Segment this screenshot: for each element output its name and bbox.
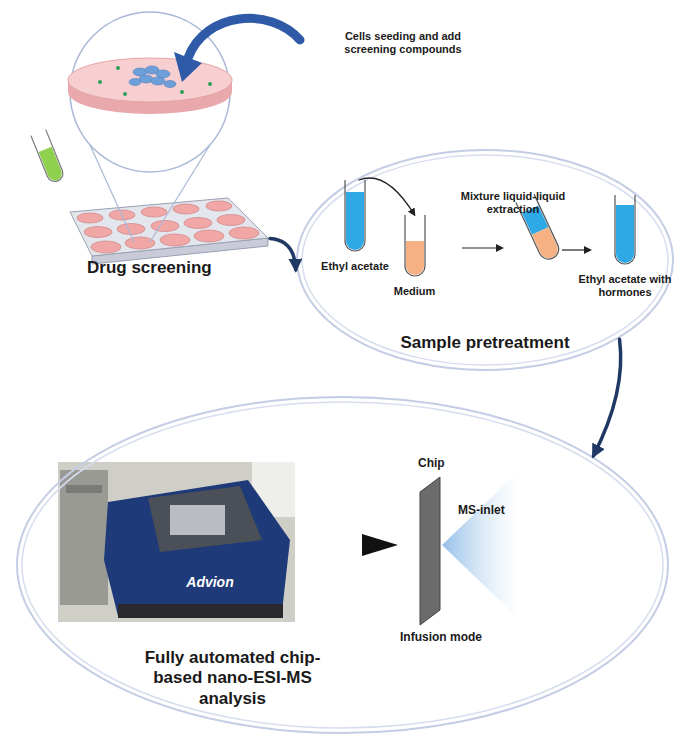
well	[160, 234, 190, 246]
well	[217, 215, 245, 226]
instrument-photo	[58, 462, 295, 622]
well	[125, 237, 155, 249]
outer-ring	[17, 397, 668, 733]
tube-liquid	[406, 241, 424, 275]
tube-outline	[405, 215, 425, 276]
stage-title: Drug screening	[87, 258, 270, 278]
test-tube: Ethyl acetate with hormones	[578, 195, 672, 307]
chip	[420, 477, 440, 625]
well	[77, 213, 103, 223]
inner-ring	[302, 155, 668, 365]
cell	[164, 81, 176, 88]
robot-window	[148, 486, 262, 552]
test-tube: Medium	[392, 215, 437, 305]
infusion-nozzle	[362, 534, 398, 556]
spray-plume	[442, 470, 520, 620]
seeding-arrow	[188, 18, 300, 58]
well	[184, 218, 212, 229]
tube-liquid	[616, 205, 634, 263]
well	[117, 224, 145, 235]
process-arrow	[562, 249, 584, 250]
well	[141, 207, 167, 217]
magnifier-line	[150, 145, 210, 242]
flow-arrow	[270, 238, 296, 269]
annotation-label: Chip	[418, 456, 458, 470]
petri-dish	[68, 58, 232, 102]
cell	[151, 77, 165, 85]
inner-ring	[22, 402, 663, 728]
seeding-arrowhead	[174, 52, 202, 82]
ms-panel	[66, 485, 102, 493]
tube-label: Ethyl acetate with hormones	[578, 273, 672, 299]
well	[229, 227, 259, 239]
compound-dot	[208, 82, 212, 86]
cell-cluster	[129, 66, 176, 88]
compound-dot	[180, 90, 184, 94]
test-tube	[31, 130, 65, 184]
annotation-label: Mixture liquid-liquid extraction	[448, 190, 578, 216]
tube-label: Ethyl acetate	[321, 260, 389, 273]
process-arrowhead	[584, 246, 592, 254]
tube-label: Medium	[394, 285, 436, 298]
magnifier-line	[90, 145, 134, 242]
well	[173, 204, 199, 214]
annotation-label: Cells seeding and add screening compound…	[318, 30, 488, 56]
annotation-label: Infusion mode	[400, 630, 510, 644]
test-tube: Ethyl acetate	[315, 180, 395, 275]
well	[84, 227, 112, 238]
well-plate	[70, 198, 268, 256]
robot-base	[118, 604, 283, 618]
annotation-label: MS-inlet	[458, 503, 528, 517]
compound-dot	[116, 66, 120, 70]
tube-shape	[613, 195, 637, 267]
process-arrowhead	[496, 244, 504, 252]
flow-arrow	[593, 339, 620, 456]
annotation-label: Advion	[165, 574, 255, 591]
ellipse-outline	[15, 395, 670, 735]
compound-dot	[98, 80, 102, 84]
well	[151, 221, 179, 232]
ms-housing	[60, 470, 108, 605]
robot-stage	[170, 505, 225, 535]
compound-dots	[98, 66, 212, 96]
stage-ellipse: Sample pretreatment Ethyl acetateMedium Et…	[295, 148, 675, 372]
flow-arrow	[359, 178, 415, 215]
tube-outline	[615, 195, 635, 264]
plate-wells	[77, 201, 259, 253]
tube-shape	[343, 180, 367, 254]
well	[91, 241, 121, 253]
stage-ellipse: Fully automated chip-based nano-ESI-MS a…	[15, 395, 670, 735]
stage-block: Drug screening	[55, 190, 270, 278]
outer-ring	[297, 150, 673, 370]
well	[206, 201, 232, 211]
tube-shape	[403, 215, 427, 279]
tube-outline	[345, 180, 365, 251]
tube-outline	[31, 130, 65, 184]
compound-dot	[123, 92, 127, 96]
cell	[129, 79, 141, 86]
well	[194, 230, 224, 242]
tube-liquid	[346, 192, 364, 250]
stage-title: Sample pretreatment	[385, 333, 585, 353]
stage-title: Fully automated chip-based nano-ESI-MS a…	[125, 648, 340, 709]
advion-robot	[104, 480, 290, 616]
process-arrow	[462, 247, 496, 248]
